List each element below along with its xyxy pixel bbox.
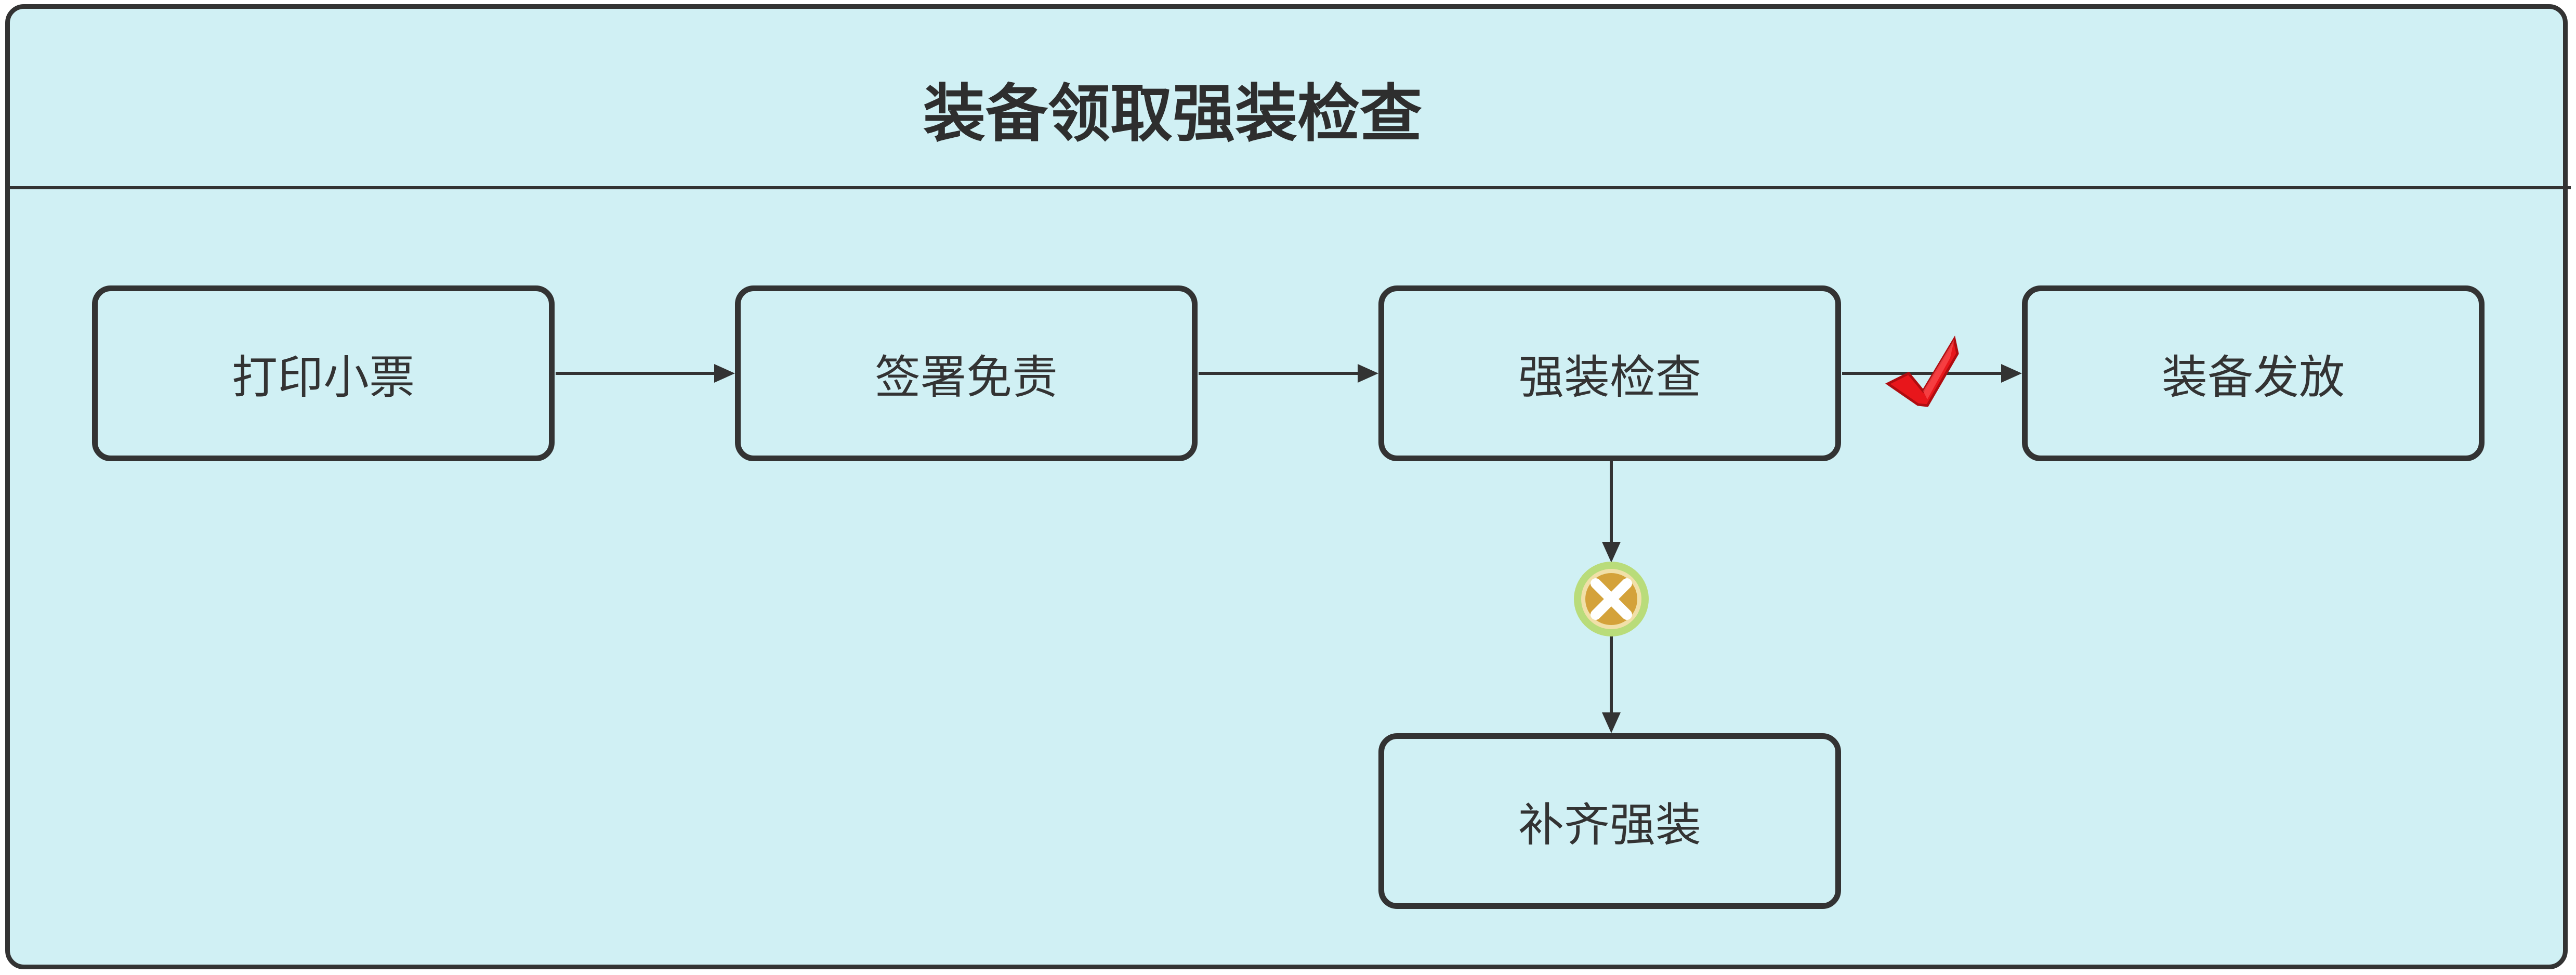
title-divider [5, 186, 2571, 189]
step-gear-check[interactable]: 强装检查 [1378, 285, 1841, 461]
diagram-title: 装备领取强装检查 [923, 78, 1422, 150]
step-issue-gear[interactable]: 装备发放 [2022, 285, 2485, 461]
step-sign-waiver-label: 签署免责 [874, 350, 1058, 404]
diagram-frame [5, 4, 2568, 969]
step-issue-gear-label: 装备发放 [2161, 350, 2345, 404]
step-gear-check-label: 强装检查 [1518, 350, 1701, 404]
step-print-ticket[interactable]: 打印小票 [92, 285, 555, 461]
step-sign-waiver[interactable]: 签署免责 [735, 285, 1198, 461]
step-complete-gear-label: 补齐强装 [1518, 798, 1701, 852]
step-print-ticket-label: 打印小票 [231, 350, 415, 404]
step-complete-gear[interactable]: 补齐强装 [1378, 733, 1841, 909]
